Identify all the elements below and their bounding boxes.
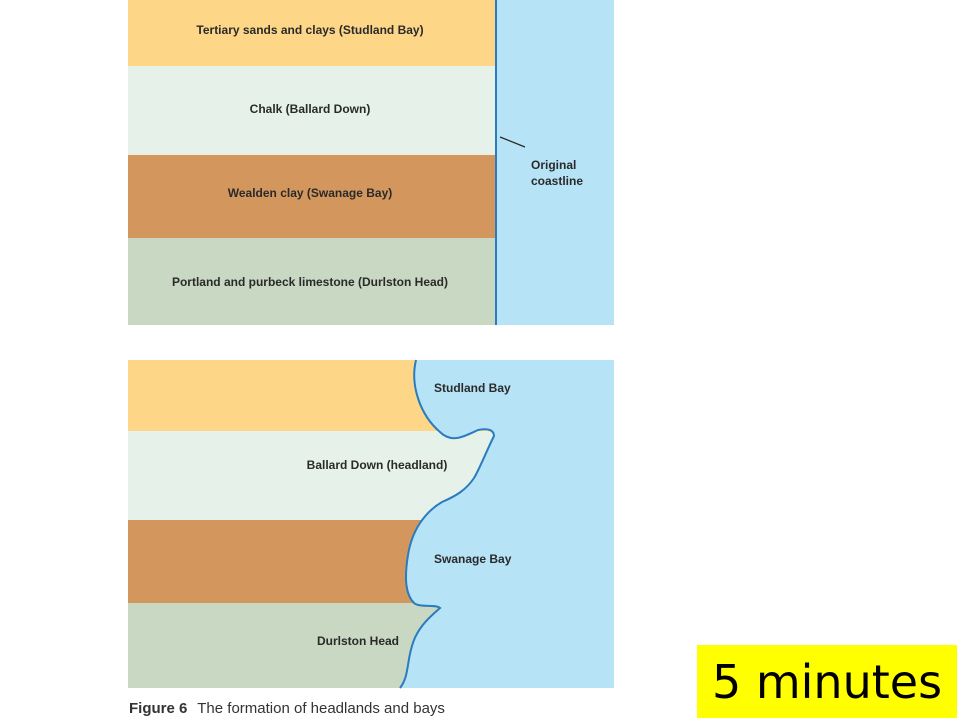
label-studland-bay: Studland Bay: [434, 381, 511, 395]
timer-badge: 5 minutes: [697, 645, 957, 718]
layer-label-tertiary: Tertiary sands and clays (Studland Bay): [196, 23, 423, 37]
layer-chalk: [128, 66, 496, 155]
coastline-label-line1: Original: [531, 158, 576, 172]
layer-label-chalk: Chalk (Ballard Down): [250, 102, 371, 116]
label-swanage-bay: Swanage Bay: [434, 552, 512, 566]
figure-number: Figure 6: [129, 700, 187, 717]
figure-title: The formation of headlands and bays: [197, 700, 445, 717]
label-durlston-head: Durlston Head: [317, 634, 399, 648]
layer-tertiary: [128, 0, 496, 66]
label-ballard-down: Ballard Down (headland): [307, 458, 448, 472]
coastline-pointer: [499, 136, 526, 148]
layer-wealden: [128, 155, 496, 238]
layer-limestone: [128, 238, 496, 325]
figure-caption: Figure 6 The formation of headlands and …: [129, 700, 445, 717]
top-diagram: Tertiary sands and clays (Studland Bay) …: [128, 0, 614, 325]
layer-label-limestone: Portland and purbeck limestone (Durlston…: [172, 275, 448, 289]
bottom-diagram: Studland Bay Ballard Down (headland) Swa…: [128, 359, 614, 689]
bottom-layer-chalk: [128, 431, 494, 520]
top-sea: [496, 0, 614, 325]
layer-label-wealden: Wealden clay (Swanage Bay): [228, 186, 393, 200]
coastline-label-line2: coastline: [531, 174, 583, 188]
eroded-coastline: [399, 359, 496, 689]
